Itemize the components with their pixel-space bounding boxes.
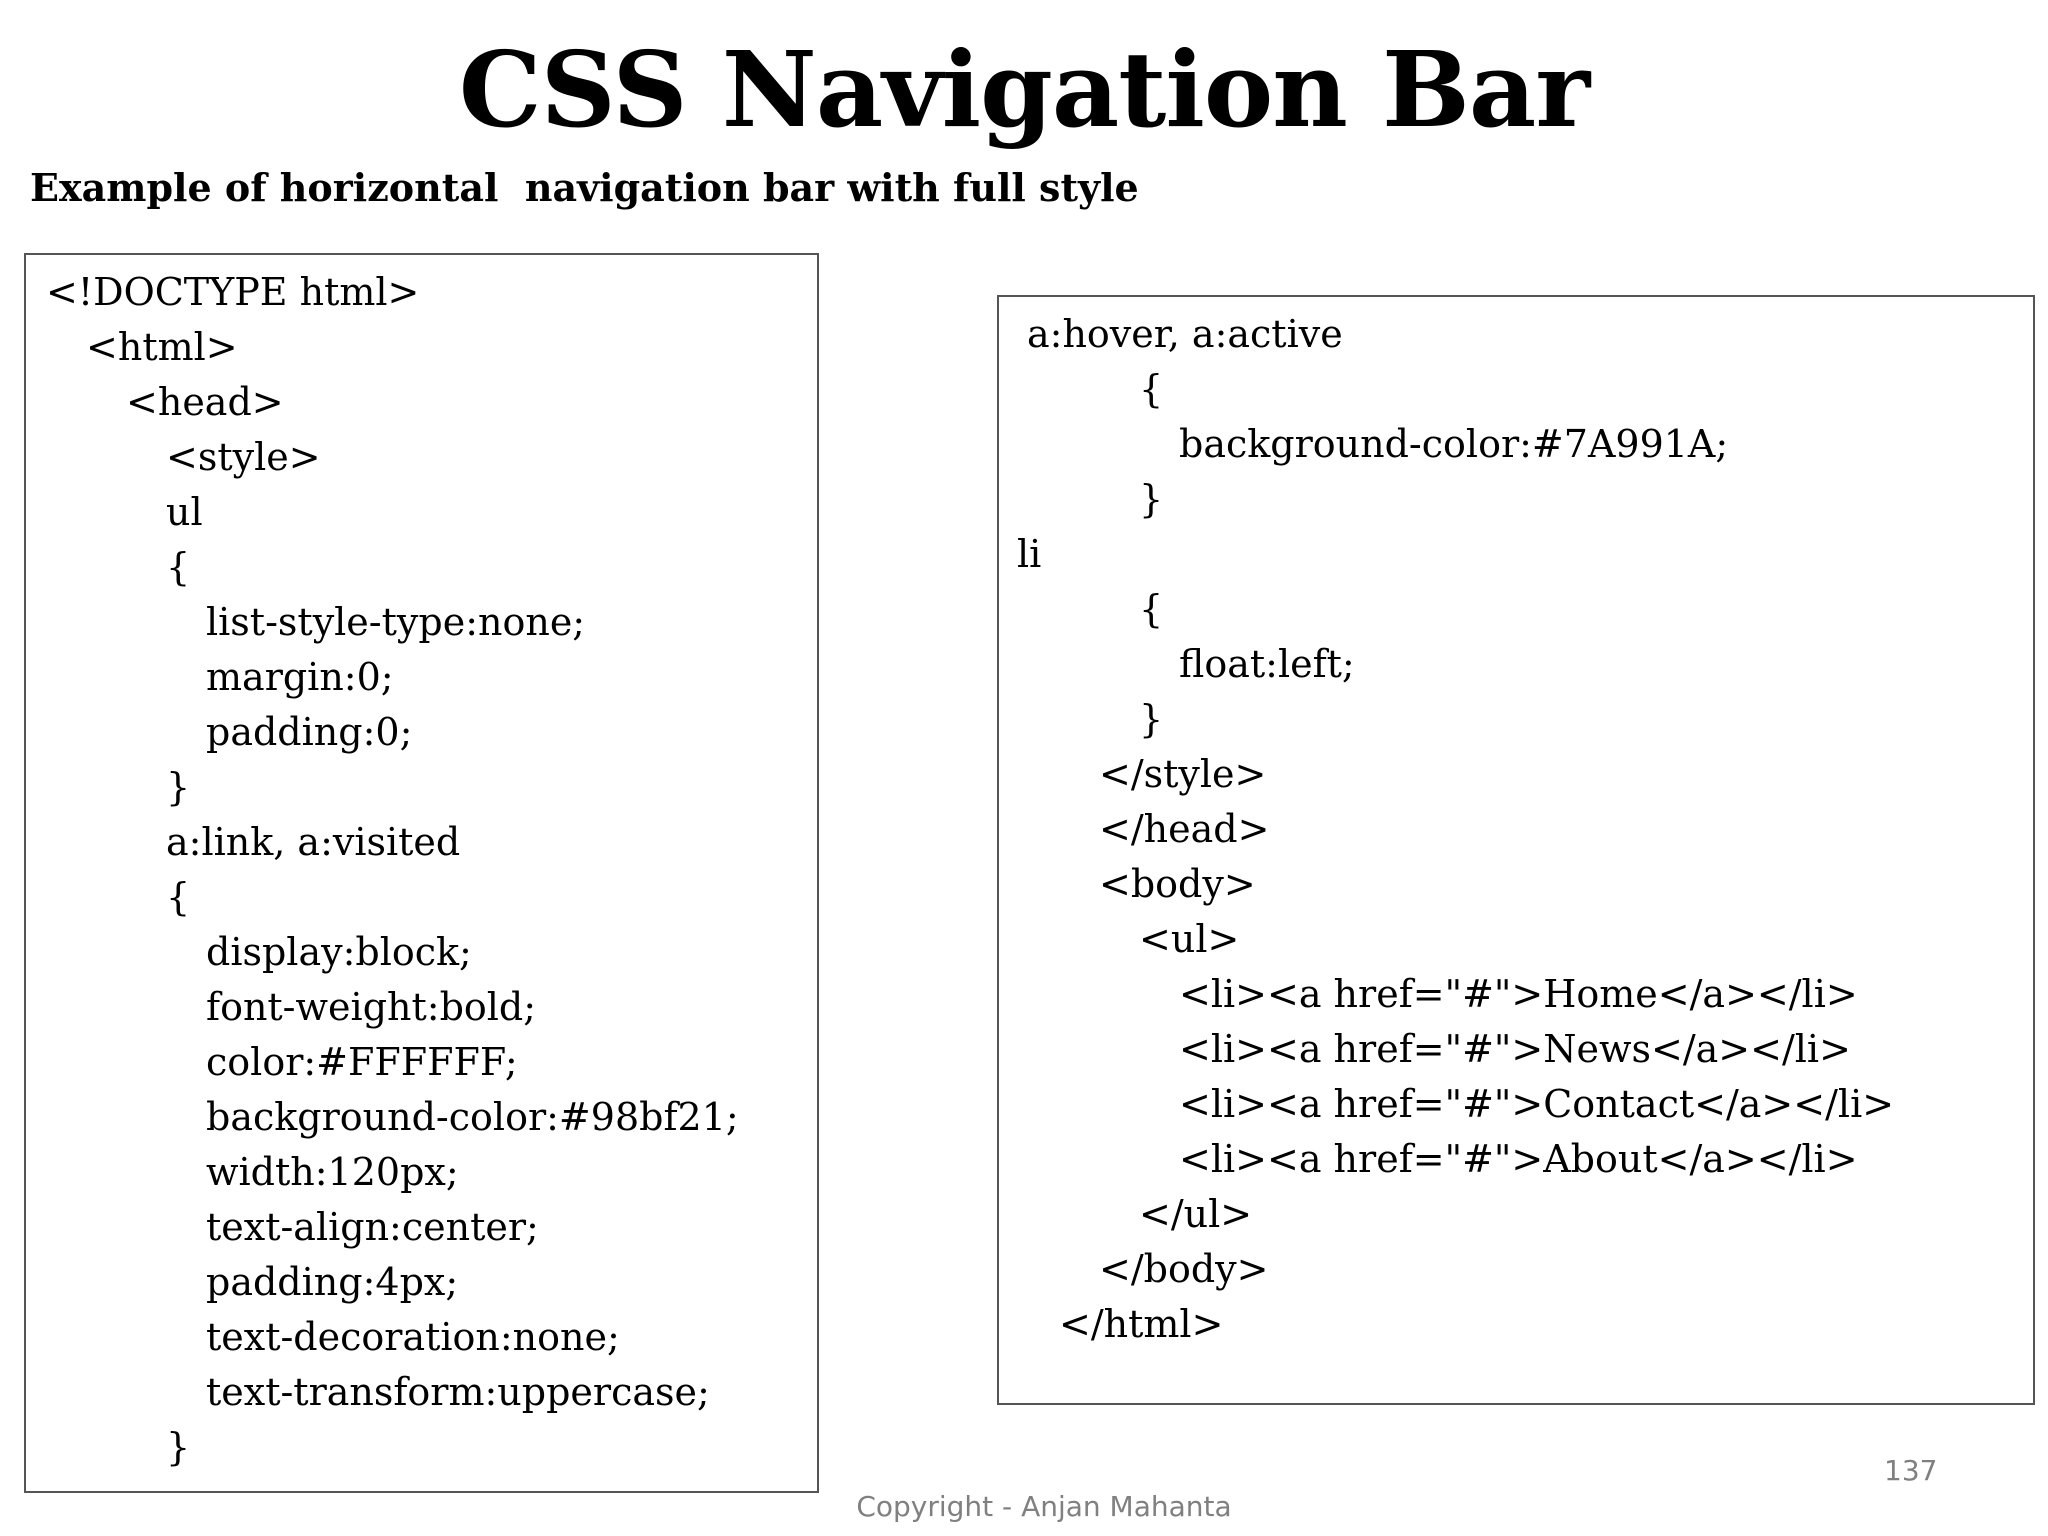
code-line: padding:4px; (206, 1260, 459, 1304)
code-line: font-weight:bold; (206, 985, 537, 1029)
code-line: { (1139, 367, 1164, 411)
code-line: margin:0; (206, 655, 394, 699)
code-line: <li><a href="#">Home</a></li> (1179, 972, 1858, 1016)
code-line: <style> (166, 435, 321, 479)
code-line: { (1139, 587, 1164, 631)
code-line: background-color:#98bf21; (206, 1095, 739, 1139)
code-line: a:link, a:visited (166, 820, 461, 864)
code-line: text-align:center; (206, 1205, 539, 1249)
page-number: 137 (1884, 1454, 1938, 1487)
code-line: <html> (86, 325, 238, 369)
code-line: float:left; (1179, 642, 1355, 686)
code-line: color:#FFFFFF; (206, 1040, 518, 1084)
code-line: width:120px; (206, 1150, 459, 1194)
code-line: <li><a href="#">About</a></li> (1179, 1137, 1858, 1181)
code-line: </ul> (1139, 1192, 1253, 1236)
code-line: { (166, 875, 191, 919)
code-line: <head> (126, 380, 284, 424)
code-line: list-style-type:none; (206, 600, 586, 644)
code-line: </style> (1099, 752, 1267, 796)
slide-title: CSS Navigation Bar (458, 28, 1590, 151)
code-line: } (1139, 477, 1164, 521)
code-line: <li><a href="#">Contact</a></li> (1179, 1082, 1895, 1126)
code-line: { (166, 545, 191, 589)
code-line: display:block; (206, 930, 472, 974)
code-line: li (1017, 532, 1042, 576)
code-line: } (166, 1425, 191, 1469)
code-line: } (1139, 697, 1164, 741)
code-line: </html> (1059, 1302, 1224, 1346)
code-line: <li><a href="#">News</a></li> (1179, 1027, 1851, 1071)
code-line: </head> (1099, 807, 1270, 851)
code-box-left: <!DOCTYPE html> <html> <head> <style> ul… (24, 253, 819, 1493)
copyright-footer: Copyright - Anjan Mahanta (856, 1490, 1232, 1523)
code-line: ul (166, 490, 203, 534)
code-line: } (166, 765, 191, 809)
code-line: <body> (1099, 862, 1256, 906)
code-line: text-transform:uppercase; (206, 1370, 710, 1414)
code-line: <!DOCTYPE html> (46, 270, 420, 314)
slide-subtitle: Example of horizontal navigation bar wit… (30, 165, 1139, 210)
code-line: a:hover, a:active (1027, 312, 1343, 356)
code-line: text-decoration:none; (206, 1315, 620, 1359)
code-line: <ul> (1139, 917, 1240, 961)
code-box-right: a:hover, a:active { background-color:#7A… (997, 295, 2035, 1405)
code-line: padding:0; (206, 710, 413, 754)
code-line: </body> (1099, 1247, 1269, 1291)
code-line: background-color:#7A991A; (1179, 422, 1729, 466)
